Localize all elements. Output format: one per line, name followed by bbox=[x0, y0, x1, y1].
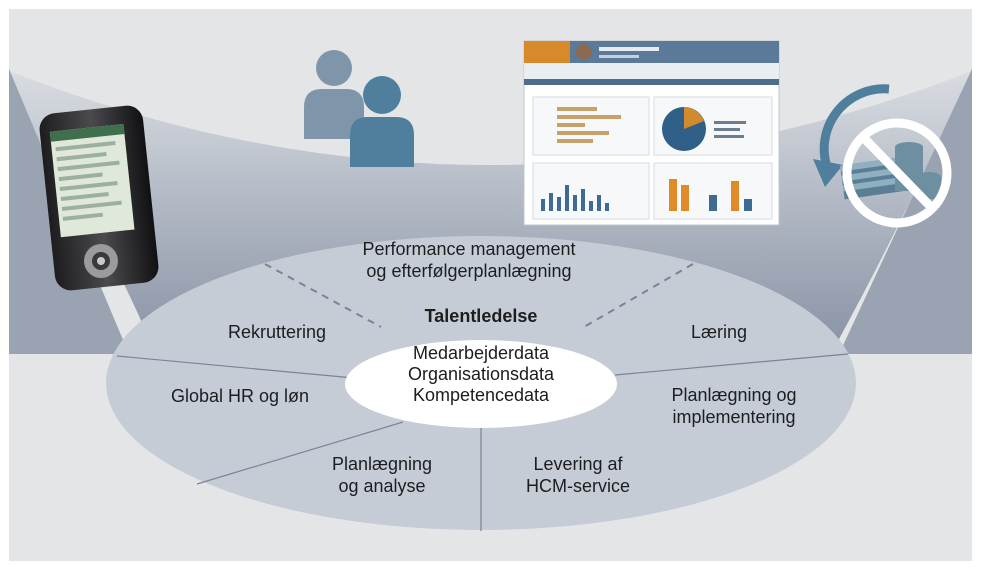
mobile-phone-icon bbox=[39, 105, 159, 291]
dashboard-screenshot bbox=[523, 40, 780, 226]
core-data-block: Medarbejderdata Organisationsdata Kompet… bbox=[381, 343, 581, 406]
people-icon bbox=[304, 50, 414, 167]
diagram-canvas bbox=[9, 40, 972, 531]
core-line-kompetencedata: Kompetencedata bbox=[412, 385, 550, 405]
core-line-medarbejderdata: Medarbejderdata bbox=[412, 343, 550, 363]
segment-planlaegning-analyse: Planlægning og analyse bbox=[319, 453, 445, 497]
divider-left bbox=[116, 355, 355, 379]
core-ellipse bbox=[345, 340, 617, 428]
segment-planlaegning-implementering-line1: Planlægning og bbox=[671, 385, 797, 405]
segment-global-hr: Global HR og løn bbox=[170, 386, 310, 406]
divider-top-left bbox=[264, 263, 382, 328]
segment-levering-line2: HCM-service bbox=[525, 476, 630, 496]
segment-performance-line1: Performance management bbox=[362, 239, 576, 259]
segment-performance-line2: og efterfølgerplanlægning bbox=[366, 261, 572, 281]
segment-laering: Læring bbox=[690, 322, 748, 342]
segment-rekruttering: Rekruttering bbox=[227, 322, 327, 342]
diagram-frame: Performance management og efterfølgerpla… bbox=[9, 9, 972, 561]
divider-top-right bbox=[583, 263, 694, 328]
segment-levering: Levering af HCM-service bbox=[515, 453, 641, 497]
segment-performance: Performance management og efterfølgerpla… bbox=[349, 238, 589, 282]
segment-planlaegning-analyse-line1: Planlægning bbox=[331, 454, 433, 474]
divider-right bbox=[614, 353, 849, 376]
core-line-organisationsdata: Organisationsdata bbox=[407, 364, 555, 384]
segment-planlaegning-implementering-line2: implementering bbox=[672, 407, 796, 427]
segment-levering-line1: Levering af bbox=[533, 454, 623, 474]
diagram-title: Talentledelse bbox=[424, 306, 538, 326]
segment-planlaegning-implementering: Planlægning og implementering bbox=[659, 384, 809, 428]
divider-bottom-left bbox=[196, 421, 404, 485]
segment-planlaegning-analyse-line2: og analyse bbox=[338, 476, 426, 496]
cost-reduction-icon bbox=[813, 84, 952, 228]
